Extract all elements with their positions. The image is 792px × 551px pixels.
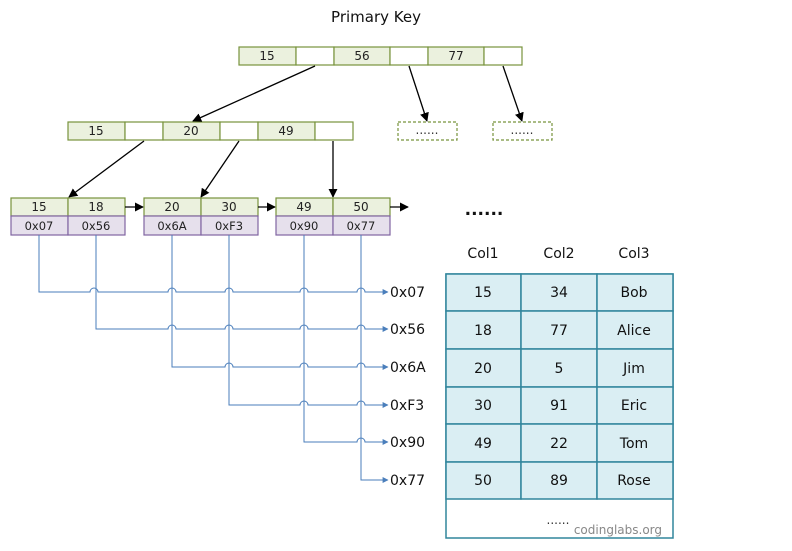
row-pointer-label: 0x07 xyxy=(390,285,425,301)
table-header: Col1 xyxy=(467,246,498,262)
table-cell-text: 30 xyxy=(474,398,492,414)
placeholder-node: ...... xyxy=(397,121,458,141)
tree-arrow xyxy=(502,65,524,122)
row-pointer-label: 0x77 xyxy=(390,473,425,489)
table-cell xyxy=(596,310,674,350)
row-pointer-label: 0x90 xyxy=(390,435,425,451)
watermark: codinglabs.org xyxy=(574,523,662,537)
leaf-key: 30 xyxy=(221,200,236,214)
tree-arrow xyxy=(68,140,145,198)
internal-pointer-cell xyxy=(219,121,259,141)
internal-node: 15 20 49 xyxy=(67,121,354,141)
leaf-key: 50 xyxy=(353,200,368,214)
leaf-address: 0x56 xyxy=(82,219,111,233)
table-cell xyxy=(596,273,674,312)
internal-pointer-cell xyxy=(124,121,164,141)
table-cell xyxy=(445,423,522,463)
address-connector xyxy=(171,235,389,370)
tree-arrow xyxy=(192,65,316,122)
leaf-key: 20 xyxy=(164,200,179,214)
leaf-node: 20 30 0x6A 0xF3 xyxy=(143,197,259,236)
address-connector xyxy=(228,235,389,408)
table-cell-text: 18 xyxy=(474,323,492,339)
table-cell-text: 20 xyxy=(474,361,492,377)
placeholder-text: ...... xyxy=(416,123,439,137)
row-pointer-label: 0xF3 xyxy=(390,398,424,414)
table-cell-text: Eric xyxy=(621,398,647,414)
leaf-key: 49 xyxy=(296,200,311,214)
tree-arrow xyxy=(200,140,240,198)
root-pointer-cell xyxy=(389,46,429,66)
more-leaves-ellipsis: ...... xyxy=(465,200,504,220)
table-header: Col3 xyxy=(618,246,649,262)
leaf-key: 15 xyxy=(31,200,46,214)
address-connectors xyxy=(38,235,389,483)
table-cell xyxy=(445,461,522,500)
root-key: 77 xyxy=(448,49,463,63)
data-table: Col1 Col2 Col3 15 34 xyxy=(445,246,674,539)
table-cell-text: Tom xyxy=(619,436,648,452)
internal-key: 20 xyxy=(183,124,198,138)
table-cell-text: Alice xyxy=(617,323,651,339)
table-cell-text: 91 xyxy=(550,398,568,414)
table-cell xyxy=(520,348,598,388)
address-connector xyxy=(38,235,389,295)
row-pointer-labels: 0x07 0x56 0x6A 0xF3 0x90 0x77 xyxy=(390,285,426,489)
leaf-address: 0x6A xyxy=(157,219,186,233)
root-key: 56 xyxy=(354,49,369,63)
table-cell xyxy=(520,273,598,312)
tree-arrows xyxy=(68,65,524,198)
table-cell-text: 5 xyxy=(555,361,564,377)
table-cell-text: 49 xyxy=(474,436,492,452)
address-connector xyxy=(360,235,389,483)
table-cell xyxy=(596,386,674,425)
table-cell xyxy=(445,386,522,425)
table-cell xyxy=(596,461,674,500)
tree-arrow xyxy=(408,65,429,122)
table-header: Col2 xyxy=(543,246,574,262)
address-connector xyxy=(303,235,389,445)
table-cell-text: Bob xyxy=(620,285,647,301)
internal-key: 15 xyxy=(88,124,103,138)
table-cell-text: Jim xyxy=(622,361,645,377)
table-cell-text: Rose xyxy=(617,473,651,489)
internal-key: 49 xyxy=(278,124,293,138)
internal-pointer-cell xyxy=(314,121,354,141)
leaf-address: 0xF3 xyxy=(215,219,243,233)
root-pointer-cell xyxy=(483,46,523,66)
table-cell-text: 50 xyxy=(474,473,492,489)
leaf-address: 0x77 xyxy=(347,219,376,233)
leaf-key: 18 xyxy=(88,200,103,214)
table-cell-text: 22 xyxy=(550,436,568,452)
table-cell-text: 77 xyxy=(550,323,568,339)
table-cell xyxy=(596,348,674,388)
leaf-node: 49 50 0x90 0x77 xyxy=(275,197,391,236)
leaf-node: 15 18 0x07 0x56 xyxy=(10,197,126,236)
table-cell-text: 89 xyxy=(550,473,568,489)
table-footer-ellipsis: ...... xyxy=(547,513,570,527)
leaf-address: 0x90 xyxy=(290,219,319,233)
root-pointer-cell xyxy=(295,46,335,66)
row-pointer-label: 0x56 xyxy=(390,322,425,338)
table-cell xyxy=(520,461,598,500)
row-pointer-label: 0x6A xyxy=(390,360,426,376)
root-node: 15 56 77 xyxy=(238,46,523,66)
address-connector xyxy=(95,235,389,332)
root-key: 15 xyxy=(259,49,274,63)
placeholder-node: ...... xyxy=(492,121,553,141)
table-cell-text: 34 xyxy=(550,285,568,301)
diagram-title: Primary Key xyxy=(331,8,421,26)
placeholder-text: ...... xyxy=(511,123,534,137)
table-cell-text: 15 xyxy=(474,285,492,301)
leaf-address: 0x07 xyxy=(25,219,54,233)
